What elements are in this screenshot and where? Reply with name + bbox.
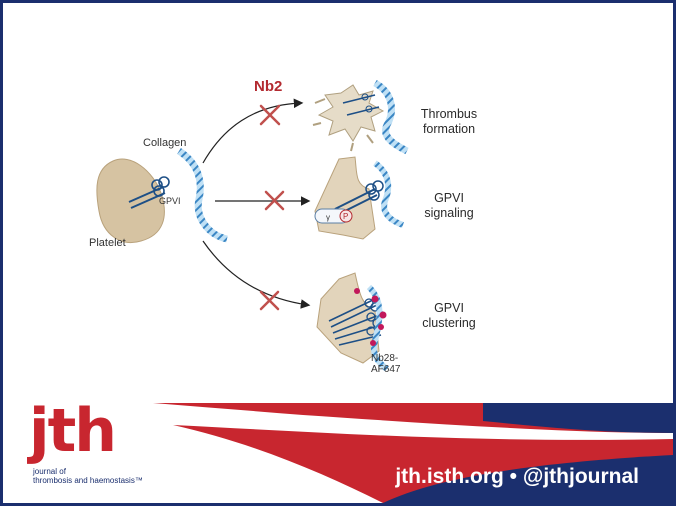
collagen-label: Collagen [143, 137, 187, 149]
gpvi-label: GPVI [159, 196, 181, 206]
footer-banner [3, 395, 673, 503]
journal-name-line2: thrombosis and haemostasis™ [33, 476, 143, 485]
diagram-canvas: γ P [3, 79, 673, 503]
inhibit-x-signaling [264, 190, 285, 211]
outcome-gpvi-clustering: GPVI clustering [413, 301, 485, 331]
outcome-thrombus-line1: Thrombus [420, 107, 478, 121]
platelet-label: Platelet [89, 237, 126, 249]
banner-navy-top [483, 403, 673, 433]
outcome-thrombus-line2: formation [422, 122, 476, 136]
thrombus-illustration [312, 79, 409, 155]
outcome-thrombus-formation: Thrombus formation [413, 107, 485, 137]
signaling-cell: γ P [314, 156, 405, 240]
nb2-inhibitor-label: Nb2 [254, 78, 283, 95]
journal-name-line1: journal of [33, 467, 66, 476]
collagen-fiber [176, 148, 228, 243]
outcome-clustering-line1: GPVI [434, 301, 464, 315]
clustering-cell [316, 272, 389, 372]
phospho-label: P [343, 212, 348, 221]
phospho-site [339, 209, 353, 223]
outcome-signaling-line1: GPVI [434, 191, 464, 205]
gamma-label: γ [326, 213, 330, 222]
outcome-gpvi-signaling: GPVI signaling [413, 191, 485, 221]
platelet [96, 158, 170, 243]
arrow-to-thrombus [202, 98, 304, 164]
inhibit-x-thrombus [259, 104, 281, 126]
inhibit-x-clustering [259, 290, 280, 311]
outcome-clustering-line2: clustering [422, 316, 476, 330]
outcome-signaling-line2: signaling [424, 206, 474, 220]
nb28-af647-markers [354, 288, 387, 346]
jth-logo: jth [29, 396, 117, 466]
journal-name: journal of thrombosis and haemostasis™ [33, 467, 193, 485]
journal-links: jth.isth.org • @jthjournal [395, 465, 639, 488]
nb28-af647-label: Nb28- AF647 [371, 353, 401, 375]
arrow-to-clustering [202, 240, 311, 309]
banner-navy-sweep [383, 455, 673, 503]
